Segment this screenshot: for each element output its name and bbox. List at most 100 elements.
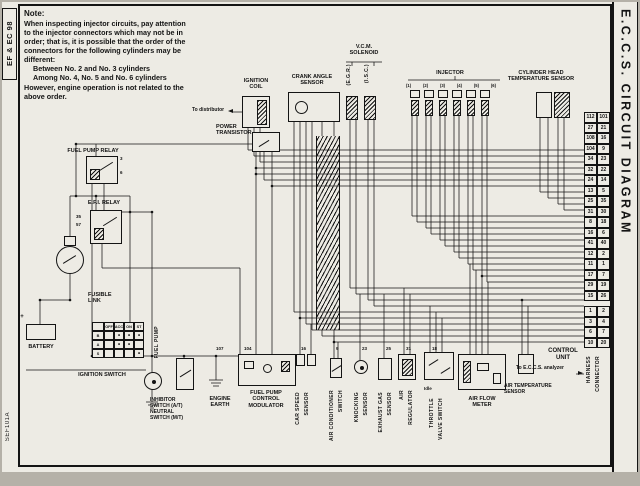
injector-number: (3) [439, 83, 446, 88]
pin-number: 35 [597, 196, 610, 207]
pin-row: 17 7 [584, 269, 610, 280]
pin-number: 26 [597, 290, 610, 301]
air-regulator-label-2: REGULATOR [408, 390, 414, 425]
injector-symbol [425, 100, 433, 116]
engine-earth-label: ENGINE EARTH [209, 396, 231, 409]
to-distributor-label: To distributor [192, 107, 225, 113]
injector-symbol [411, 100, 419, 116]
wire-number: 9 [336, 346, 339, 351]
pin-row: 25 35 [584, 196, 610, 207]
pin-number: 11 [584, 259, 597, 270]
pin-number: 15 [584, 290, 597, 301]
table-cell [104, 349, 114, 358]
meter-part-icon [477, 363, 489, 371]
pin-number: 30 [597, 206, 610, 217]
pin-row: 27 21 [584, 122, 610, 133]
page-title: E.C.C.S. CIRCUIT DIAGRAM [618, 9, 633, 235]
cylinder-head-temp-sensor-symbol [536, 92, 552, 118]
control-unit-pin-strip-upper: 112 101 27 21 108 16 104 9 34 23 [584, 112, 610, 301]
note-footer: However, engine operation is not related… [24, 82, 184, 101]
module-part-icon [263, 364, 272, 373]
crank-angle-sensor-symbol [288, 92, 340, 122]
idle-label: Idle [424, 386, 432, 391]
coil-winding-icon [257, 100, 267, 125]
section-tab: EF & EC 98 [2, 8, 17, 80]
pin-number: 32 [584, 164, 597, 175]
pin-number: 7 [597, 269, 610, 280]
note-item-1: Between No. 2 and No. 3 cylinders [33, 64, 151, 73]
pin-row: 112 101 [584, 112, 610, 123]
pin-row: 24 14 [584, 175, 610, 186]
note-body: When inspecting injector circuits, pay a… [24, 19, 186, 64]
pin-number: 6 [584, 327, 597, 338]
pin-number: 41 [584, 238, 597, 249]
pin-row: 104 9 [584, 143, 610, 154]
wire-number: 23 [362, 346, 368, 351]
meter-part-icon [493, 373, 501, 384]
to-analyzer-label: To E.C.C.S. analyzer [516, 365, 564, 371]
resistor-icon [463, 361, 471, 383]
pin-number: 23 [597, 154, 610, 165]
switch-icon [179, 369, 192, 378]
pin-row: 108 16 [584, 133, 610, 144]
pin-number: 16 [584, 227, 597, 238]
table-row-label: B [92, 331, 104, 340]
pin-number: 6 [597, 227, 610, 238]
pin-number: 22 [597, 164, 610, 175]
table-cell-contact [124, 340, 134, 349]
pin-number: 24 [584, 175, 597, 186]
pin-number: 17 [584, 269, 597, 280]
temp-sensor-element-symbol [554, 92, 570, 118]
injector-label: INJECTOR [436, 70, 464, 76]
table-cell-contact [134, 349, 144, 358]
air-flow-meter-label: AIR FLOW METER [468, 396, 496, 409]
pin-number: 21 [597, 122, 610, 133]
throttle-valve-switch-symbol [424, 352, 454, 380]
fuel-pump-control-modulator-symbol [238, 354, 296, 386]
pin-row: 31 30 [584, 206, 610, 217]
ignition-switch-table: OFF ACC ON ST B A S [92, 322, 144, 358]
air-temperature-sensor-symbol [518, 354, 534, 374]
relay-coil-icon [90, 169, 100, 180]
car-speed-sensor-label: CAR SPEED [295, 392, 301, 425]
pump-dot-icon [152, 380, 156, 384]
pin-number: 18 [597, 217, 610, 228]
ignition-coil-label: IGNITION COIL [243, 78, 269, 91]
efi-relay-label: E.F.I. RELAY [87, 200, 121, 206]
car-speed-sensor-symbol [307, 354, 316, 366]
power-transistor-symbol [252, 132, 280, 152]
fusible-link-label: FUSIBLE LINK [88, 292, 112, 305]
switch-icon [440, 367, 451, 374]
arrow-right-icon [578, 371, 583, 375]
pin-number: 29 [584, 280, 597, 291]
table-cell [104, 331, 114, 340]
wire-number: 6 [120, 170, 123, 175]
arrow-left-icon [228, 109, 233, 113]
isc-solenoid-symbol [364, 96, 376, 120]
table-cell-contact [124, 331, 134, 340]
pin-number: 4 [597, 316, 610, 327]
pin-row: 8 18 [584, 217, 610, 228]
pin-number: 2 [597, 248, 610, 259]
injector-connector [424, 90, 434, 98]
air-conditioner-switch-symbol [330, 358, 342, 378]
fuel-pump-label: FUEL PUMP [154, 326, 160, 359]
pin-number: 20 [597, 337, 610, 348]
cylinder-head-temp-sensor-label: CYLINDER HEAD TEMPERATURE SENSOR [507, 70, 575, 83]
injector-symbol [453, 100, 461, 116]
wire-number: 35 [76, 214, 82, 219]
pin-row: 29 19 [584, 280, 610, 291]
table-row-label: S [92, 349, 104, 358]
table-cell-contact [114, 331, 124, 340]
figure-code: SEF101A [5, 412, 11, 442]
table-cell [124, 349, 134, 358]
pin-number: 7 [597, 327, 610, 338]
pin-row: 41 40 [584, 238, 610, 249]
relay-coil-icon [94, 228, 104, 240]
pin-row: 3 4 [584, 316, 610, 327]
injector-connector [410, 90, 420, 98]
inhibitor-switch-label: INHIBITOR SWITCH (A/T) NEUTRAL SWITCH (M… [150, 397, 184, 421]
pin-number: 31 [584, 206, 597, 217]
battery-plus-sign: + [20, 314, 24, 320]
